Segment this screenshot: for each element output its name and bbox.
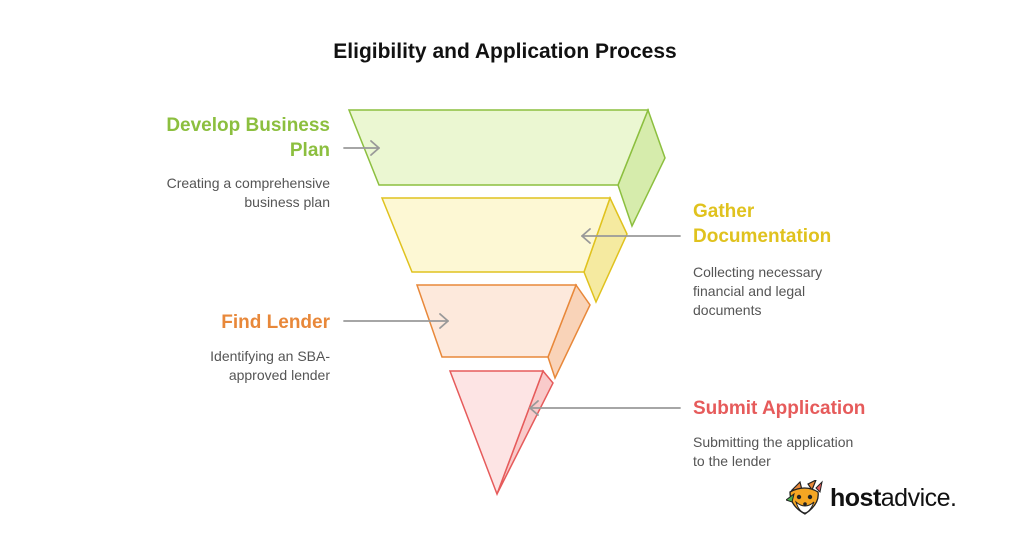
stage-2-description: Collecting necessary financial and legal… — [693, 263, 913, 320]
stage-1-heading: Develop Business Plan — [120, 113, 330, 163]
stage-2-description-line-3: documents — [693, 302, 762, 318]
arrow-stage-1 — [343, 140, 380, 156]
arrow-stage-4 — [529, 400, 681, 416]
logo-regular-part: advice. — [880, 483, 957, 512]
stage-3-heading: Find Lender — [120, 310, 330, 335]
stage-2-description-line-1: Collecting necessary — [693, 264, 823, 280]
stage-2-heading-line-1: Gather — [693, 201, 755, 222]
stage-3-description: Identifying an SBA- approved lender — [110, 347, 330, 385]
arrow-stage-3 — [343, 313, 449, 329]
stage-4-description-line-1: Submitting the application — [693, 434, 854, 450]
fox-mascot-icon — [786, 480, 823, 515]
stage-4-description: Submitting the application to the lender — [693, 433, 933, 471]
stage-1-heading-line-2: Plan — [289, 140, 330, 161]
stage-3-find-lender — [415, 283, 591, 380]
stage-4-submit-application — [448, 369, 554, 497]
stage-1-heading-line-1: Develop Business — [166, 115, 330, 136]
stage-2-gather-documentation — [380, 196, 628, 304]
diagram-title: Eligibility and Application Process — [333, 40, 677, 63]
stage-2-heading-line-2: Documentation — [693, 226, 832, 247]
stage-2-heading: Gather Documentation — [693, 199, 913, 249]
stage-2-description-line-2: financial and legal — [693, 283, 806, 299]
stage-1-description-line-1: Creating a comprehensive — [166, 175, 330, 191]
stage-3-heading-line-1: Find Lender — [221, 312, 330, 333]
stage-4-heading-line-1: Submit Application — [693, 398, 866, 419]
arrow-stage-2 — [581, 228, 681, 244]
logo-bold-part: host — [830, 483, 881, 512]
stage-3-description-line-1: Identifying an SBA- — [210, 348, 330, 364]
stage-1-description-line-2: business plan — [244, 194, 330, 210]
stage-4-heading: Submit Application — [693, 396, 933, 421]
logo-wordmark: hostadvice. — [830, 484, 957, 513]
stage-3-description-line-2: approved lender — [228, 367, 330, 383]
stage-1-description: Creating a comprehensive business plan — [110, 174, 330, 212]
hostadvice-logo: hostadvice. — [786, 480, 957, 516]
stage-1-develop-business-plan — [347, 107, 666, 228]
stage-4-description-line-2: to the lender — [693, 453, 771, 469]
